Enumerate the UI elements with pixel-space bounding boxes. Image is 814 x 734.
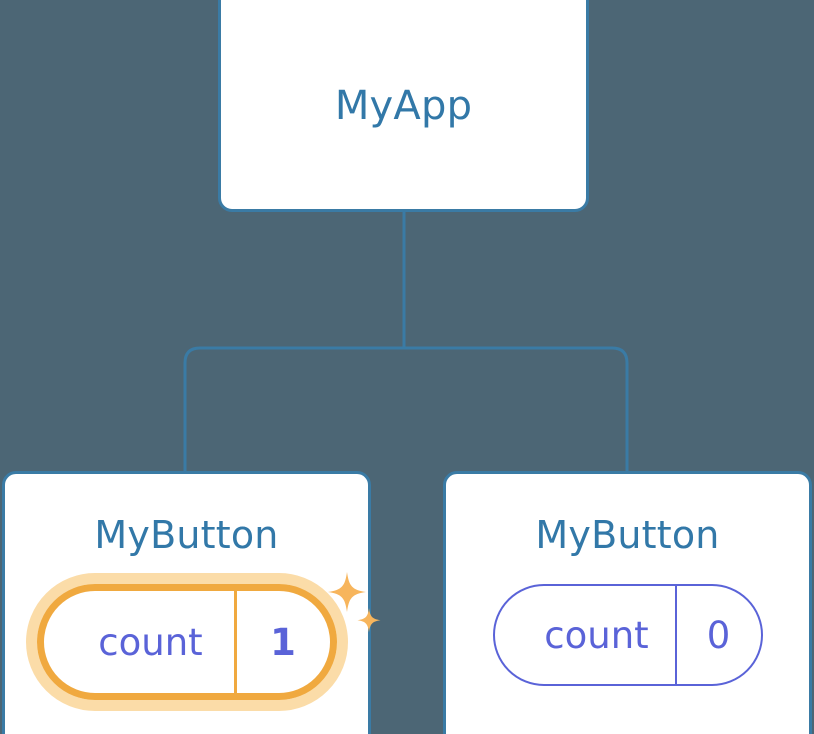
node-title: MyButton (535, 513, 720, 557)
prop-pill-updated[interactable]: count 1 (25, 572, 380, 711)
sparkle-large-icon (327, 572, 366, 612)
prop-value: 0 (674, 586, 761, 684)
connector-child-bus (183, 346, 629, 471)
node-card-mybutton-left[interactable]: MyButton count 1 (2, 471, 380, 734)
node-title: MyApp (334, 83, 473, 129)
node-card-mybutton-right[interactable]: MyButton count 0 (443, 471, 812, 734)
prop-pill[interactable]: count 1 (36, 584, 337, 700)
prop-pill-default[interactable]: count 0 (492, 584, 763, 686)
prop-key: count (98, 620, 203, 664)
prop-key: count (544, 613, 649, 657)
node-title: MyButton (94, 513, 279, 557)
prop-value: 1 (233, 591, 330, 693)
node-card-myapp[interactable]: MyApp (218, 0, 589, 212)
prop-pill[interactable]: count 0 (492, 584, 763, 686)
